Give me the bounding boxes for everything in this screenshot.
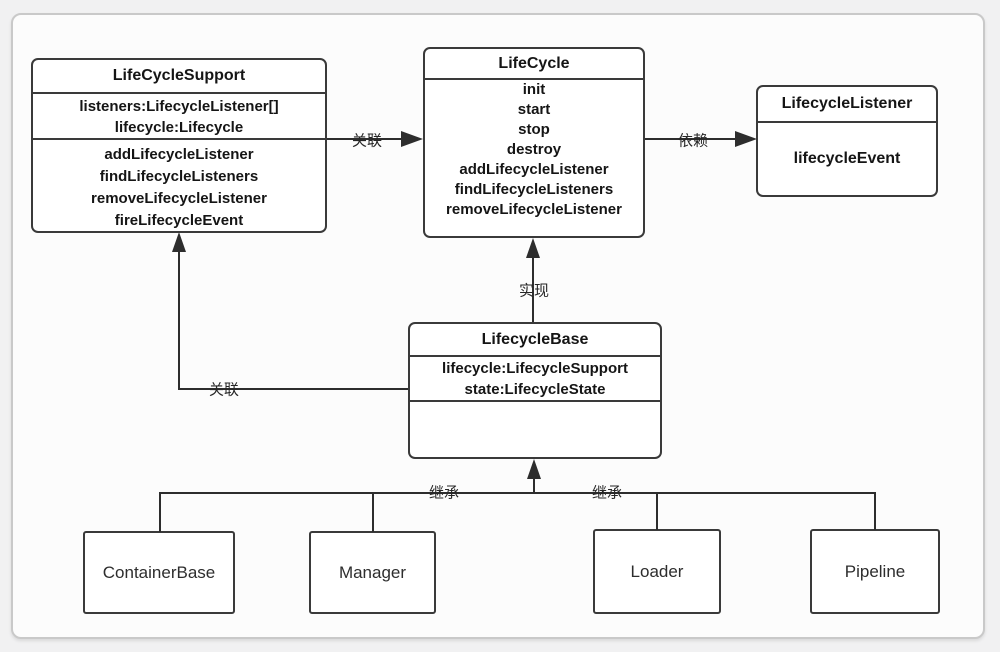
method-row: removeLifecycleListener bbox=[91, 190, 267, 207]
class-fields-section: listeners:LifecycleListener[] lifecycle:… bbox=[33, 94, 325, 140]
inheritance-stub-loader bbox=[656, 492, 658, 530]
field-row: lifecycle:LifecycleSupport bbox=[442, 360, 628, 377]
class-box-manager: Manager bbox=[309, 531, 436, 614]
relation-label-realization: 实现 bbox=[518, 282, 550, 300]
arrowhead-right-icon bbox=[735, 131, 757, 147]
class-box-lifecycle-support: LifeCycleSupport listeners:LifecycleList… bbox=[31, 58, 327, 233]
field-row: lifecycle:Lifecycle bbox=[114, 119, 244, 136]
method-row: start bbox=[517, 101, 551, 118]
class-title: Pipeline bbox=[844, 561, 906, 581]
class-title: Loader bbox=[630, 561, 684, 581]
association-line-support-to-lifecycle bbox=[327, 138, 403, 140]
relation-label-dependency: 依赖 bbox=[677, 132, 709, 150]
field-row: listeners:LifecycleListener[] bbox=[79, 98, 279, 115]
relation-label-association: 关联 bbox=[351, 132, 383, 150]
arrowhead-up-icon bbox=[526, 238, 540, 258]
class-empty-section bbox=[410, 402, 660, 457]
arrowhead-up-icon bbox=[527, 459, 541, 479]
association-line-base-to-support-horizontal bbox=[178, 388, 408, 390]
field-row: state:LifecycleState bbox=[464, 381, 606, 398]
method-row: init bbox=[522, 81, 546, 98]
class-title: Manager bbox=[338, 562, 407, 582]
class-box-loader: Loader bbox=[593, 529, 721, 614]
class-box-container-base: ContainerBase bbox=[83, 531, 235, 614]
method-row: stop bbox=[518, 121, 550, 138]
inheritance-stub-pipeline bbox=[874, 492, 876, 530]
inheritance-stub-container-base bbox=[159, 492, 161, 532]
arrowhead-right-icon bbox=[401, 131, 423, 147]
class-title: LifecycleListener bbox=[758, 87, 936, 123]
dependency-line-lifecycle-to-listener bbox=[645, 138, 737, 140]
class-box-lifecycle-base: LifecycleBase lifecycle:LifecycleSupport… bbox=[408, 322, 662, 459]
method-row: destroy bbox=[506, 141, 562, 158]
class-box-lifecycle: LifeCycle init start stop destroy addLif… bbox=[423, 47, 645, 238]
class-methods-section: addLifecycleListener findLifecycleListen… bbox=[33, 140, 325, 232]
class-fields-section: lifecycleEvent bbox=[758, 123, 936, 195]
method-row: addLifecycleListener bbox=[104, 146, 254, 163]
class-fields-section: lifecycle:LifecycleSupport state:Lifecyc… bbox=[410, 357, 660, 402]
field-row: lifecycleEvent bbox=[793, 150, 901, 167]
association-line-base-to-support-vertical bbox=[178, 250, 180, 390]
inheritance-stub-manager bbox=[372, 492, 374, 532]
class-title: ContainerBase bbox=[102, 562, 216, 582]
class-box-pipeline: Pipeline bbox=[810, 529, 940, 614]
relation-label-inheritance: 继承 bbox=[591, 484, 623, 502]
class-box-lifecycle-listener: LifecycleListener lifecycleEvent bbox=[756, 85, 938, 197]
class-title: LifeCycleSupport bbox=[33, 60, 325, 94]
method-row: addLifecycleListener bbox=[459, 161, 609, 178]
arrowhead-up-icon bbox=[172, 232, 186, 252]
realization-line-base-to-lifecycle bbox=[532, 256, 534, 322]
class-title: LifeCycle bbox=[425, 49, 643, 80]
method-row: removeLifecycleListener bbox=[446, 201, 622, 218]
relation-label-inheritance: 继承 bbox=[428, 484, 460, 502]
relation-label-association: 关联 bbox=[208, 381, 240, 399]
inheritance-trunk-line bbox=[533, 477, 535, 493]
method-row: findLifecycleListeners bbox=[99, 168, 259, 185]
inheritance-bus-line bbox=[159, 492, 876, 494]
class-title: LifecycleBase bbox=[410, 324, 660, 357]
class-methods-section: init start stop destroy addLifecycleList… bbox=[425, 80, 643, 236]
method-row: findLifecycleListeners bbox=[454, 181, 614, 198]
method-row: fireLifecycleEvent bbox=[114, 212, 244, 229]
